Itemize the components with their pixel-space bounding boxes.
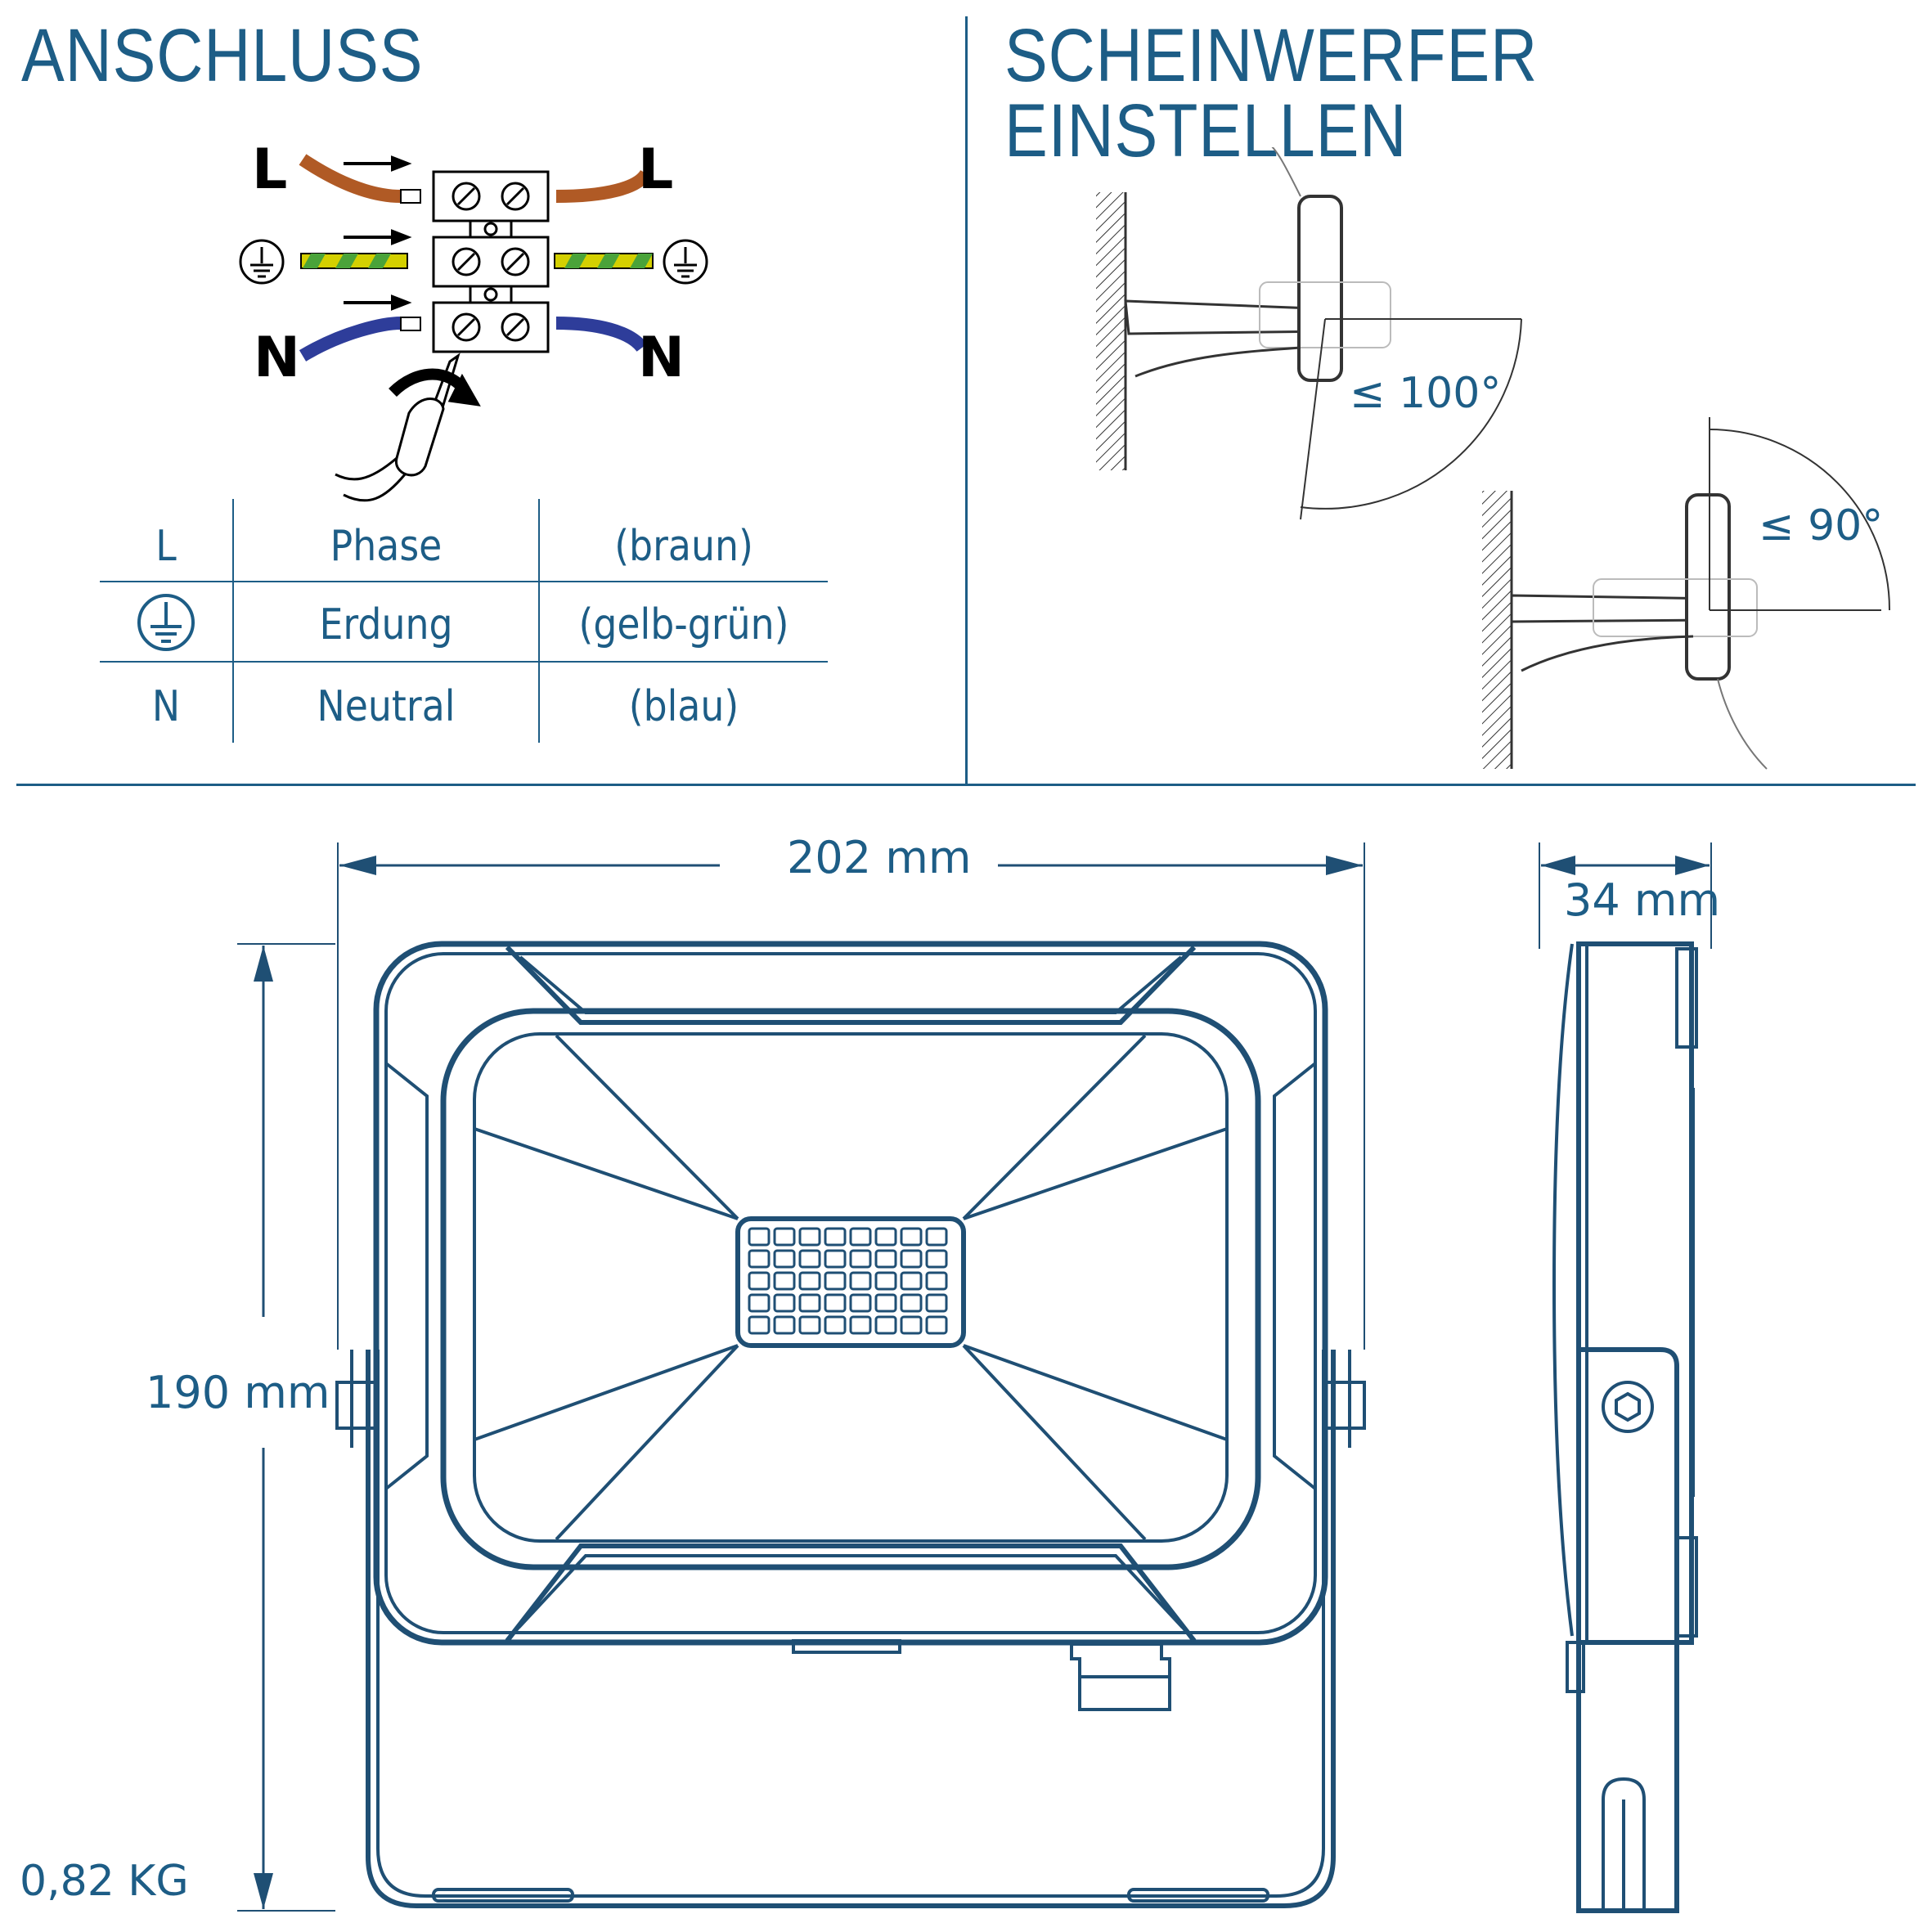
phase-wire-right: [555, 169, 652, 203]
neutral-wire-right: [555, 317, 648, 353]
table-cell-color: (blau): [628, 682, 739, 731]
led-chip: [748, 1227, 771, 1247]
led-chip: [900, 1271, 923, 1291]
neutral-wire-left: [299, 317, 402, 362]
led-chip: [798, 1227, 821, 1247]
horizontal-divider: [16, 784, 1916, 786]
led-chip: [824, 1293, 847, 1313]
wall: [1482, 491, 1512, 769]
screwdriver-icon: [335, 353, 481, 502]
side-view-drawing: [1539, 842, 1712, 1913]
led-chip: [798, 1315, 821, 1335]
side-bracket: [1576, 1346, 1679, 1913]
front-view-drawing: [237, 842, 1366, 1912]
mounting-bracket: [366, 1350, 1336, 1908]
floodlight: [1297, 195, 1343, 382]
led-chip: [824, 1271, 847, 1291]
earth-icon: [239, 239, 708, 285]
led-chip: [900, 1293, 923, 1313]
led-chip: [773, 1249, 796, 1269]
wiring-diagram: L L N N: [239, 137, 708, 502]
led-chip: [773, 1227, 796, 1247]
led-chip: [849, 1227, 872, 1247]
led-chip: [748, 1293, 771, 1313]
width-dimension: 202 mm: [787, 832, 972, 883]
table-col-divider: [538, 499, 540, 743]
wall: [1096, 192, 1126, 470]
angle-up-label: ≤ 100°: [1350, 369, 1501, 418]
cable-gland: [1070, 1642, 1171, 1711]
led-chip: [824, 1315, 847, 1335]
led-chip: [748, 1249, 771, 1269]
led-chip: [849, 1315, 872, 1335]
led-chip: [925, 1227, 948, 1247]
legend-table: L Phase (braun) Erdung (gelb-grün) N Neu…: [100, 499, 828, 743]
label-n-left: N: [254, 326, 300, 390]
angle-down-label: ≤ 90°: [1759, 501, 1883, 550]
led-chip: [925, 1271, 948, 1291]
table-cell-color: (gelb-grün): [578, 600, 789, 649]
label-l-left: L: [252, 137, 287, 202]
table-cell-color: (braun): [614, 522, 753, 571]
table-row-divider: [100, 661, 828, 663]
adjust-title: SCHEINWERFER EINSTELLEN: [1004, 14, 1539, 173]
led-chip: [773, 1271, 796, 1291]
led-chip: [824, 1249, 847, 1269]
led-chip: [874, 1315, 897, 1335]
led-chip: [849, 1271, 872, 1291]
adjust-diagram: ≤ 100° ≤ 90°: [1096, 147, 1891, 770]
led-chip: [874, 1249, 897, 1269]
connection-title: ANSCHLUSS: [21, 14, 424, 97]
height-dimension: 190 mm: [146, 1367, 330, 1418]
led-panel: [735, 1216, 966, 1348]
led-chip: [773, 1293, 796, 1313]
led-chip: [925, 1293, 948, 1313]
led-chip: [798, 1249, 821, 1269]
table-col-divider: [232, 499, 234, 743]
table-cell-name: Erdung: [319, 600, 453, 649]
floodlight: [1685, 493, 1731, 681]
table-cell-symbol: L: [155, 522, 177, 571]
led-chip: [900, 1227, 923, 1247]
led-chip: [874, 1271, 897, 1291]
led-chip: [824, 1227, 847, 1247]
table-cell-name: Neutral: [317, 682, 456, 731]
led-chip: [773, 1315, 796, 1335]
depth-dimension: 34 mm: [1564, 874, 1721, 926]
led-grid: [748, 1227, 948, 1335]
led-chip: [874, 1227, 897, 1247]
table-cell-name: Phase: [330, 522, 443, 571]
table-cell-symbol: N: [151, 682, 181, 731]
led-chip: [900, 1315, 923, 1335]
phase-wire-left: [299, 154, 402, 203]
label-l-right: L: [638, 137, 673, 202]
vertical-divider: [965, 16, 968, 785]
earth-icon: [137, 594, 195, 651]
table-row-divider: [100, 581, 828, 582]
led-chip: [748, 1315, 771, 1335]
led-chip: [925, 1315, 948, 1335]
led-chip: [748, 1271, 771, 1291]
led-chip: [925, 1249, 948, 1269]
terminal-block: [432, 170, 550, 353]
weight-label: 0,82 KG: [20, 1857, 189, 1906]
led-chip: [798, 1293, 821, 1313]
led-chip: [849, 1249, 872, 1269]
led-chip: [900, 1249, 923, 1269]
led-chip: [874, 1293, 897, 1313]
label-n-right: N: [638, 326, 685, 390]
led-chip: [849, 1293, 872, 1313]
led-chip: [798, 1271, 821, 1291]
